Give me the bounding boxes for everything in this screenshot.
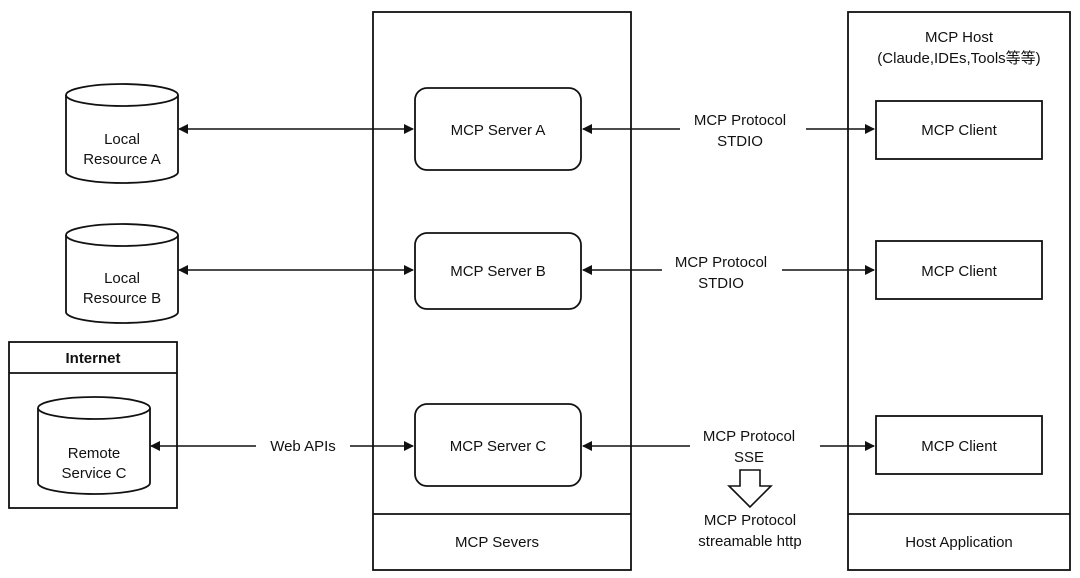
mcp-host-title: MCP Host [925,29,994,46]
mcp-server-c-label: MCP Server C [450,438,547,455]
protocol-b-line2: STDIO [698,275,744,292]
mcp-client-a-label: MCP Client [921,122,997,139]
protocol-a-line2: STDIO [717,133,763,150]
mcp-server-b-label: MCP Server B [450,263,546,280]
protocol-c-line1: MCP Protocol [703,428,795,445]
protocol-next-line2: streamable http [698,533,801,550]
mcp-server-a: MCP Server A [414,87,582,171]
remote-service-c: Remote Service C [37,396,151,495]
remote-service-c-line2: Service C [61,465,126,482]
mcp-server-a-label: MCP Server A [451,122,546,139]
mcp-client-a: MCP Client [875,100,1043,160]
local-resource-b: Local Resource B [65,223,179,324]
protocol-c-line2: SSE [734,449,764,466]
mcp-client-c: MCP Client [875,415,1043,475]
host-application-footer: Host Application [905,534,1013,551]
protocol-a-line1: MCP Protocol [694,112,786,129]
mcp-host-subtitle: (Claude,IDEs,Tools等等) [877,49,1040,67]
web-apis-label: Web APIs [270,438,336,455]
remote-service-c-line1: Remote [68,445,121,462]
mcp-client-b: MCP Client [875,240,1043,300]
mcp-server-c: MCP Server C [414,403,582,487]
local-resource-a-line2: Resource A [83,151,161,168]
local-resource-a-line1: Local [104,131,140,148]
mcp-servers-footer: MCP Severs [455,534,539,551]
protocol-next-line1: MCP Protocol [704,512,796,529]
mcp-client-b-label: MCP Client [921,263,997,280]
mcp-client-c-label: MCP Client [921,438,997,455]
mcp-server-b: MCP Server B [414,232,582,310]
down-arrow-icon [727,469,773,509]
internet-title: Internet [65,350,120,367]
local-resource-a: Local Resource A [65,83,179,184]
local-resource-b-line2: Resource B [83,290,161,307]
protocol-b-line1: MCP Protocol [675,254,767,271]
local-resource-b-line1: Local [104,270,140,287]
